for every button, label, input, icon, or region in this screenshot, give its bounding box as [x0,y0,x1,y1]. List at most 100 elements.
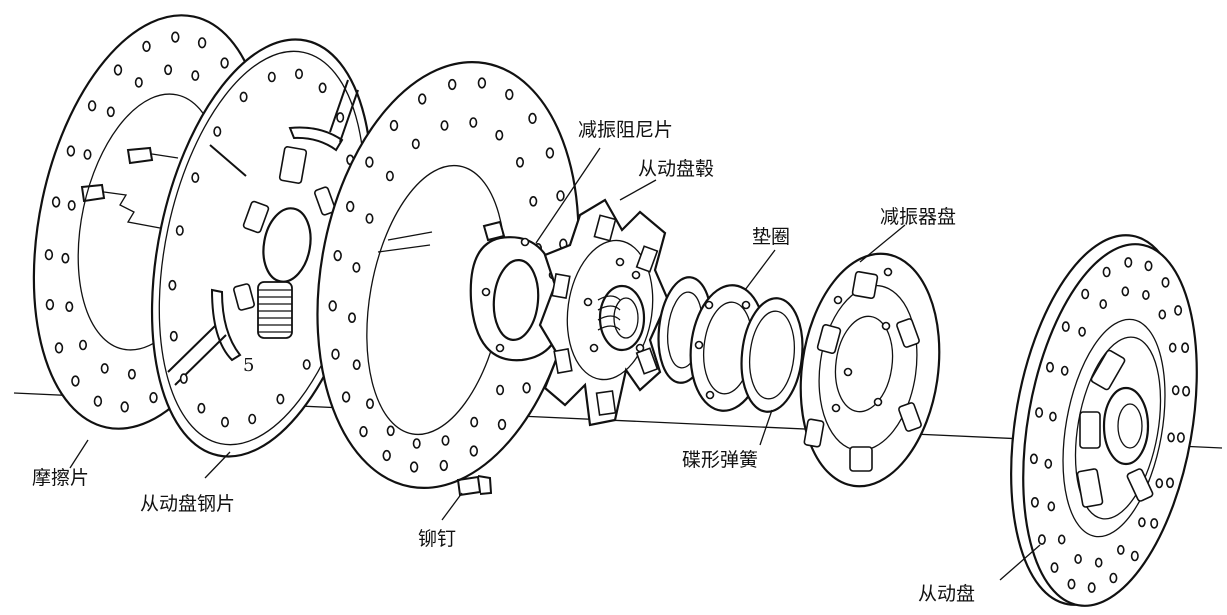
rivet-hole [515,157,524,168]
rivet-hole [239,91,248,103]
rivet-hole [382,449,391,462]
disc-spring-part [740,297,804,413]
rivet-hole [1094,557,1103,568]
rivet-hole [1171,385,1180,396]
rivet-hole [441,435,450,446]
rivet-hole [276,393,285,405]
rivet-hole [79,339,88,351]
rivet-hole [333,250,342,262]
rivet-hole [1044,458,1053,469]
rivet-hole [1074,553,1082,564]
rivet-hole [477,77,487,89]
rivet-hole [66,145,76,157]
damper-spring [257,281,293,339]
label-damper-plate: 减振器盘 [880,206,956,228]
rivet-hole [1150,518,1159,529]
rivet-hole [191,70,200,81]
label-driven-plate-steel: 从动盘钢片 [140,493,235,515]
rivet-hole [171,31,180,43]
rivet-hole [1124,257,1133,268]
spring-number-label: 5 [243,355,254,376]
rivet-hole [83,149,92,160]
driven-plate-steel-part: 5 [150,38,374,458]
rivet-hole [1174,305,1183,316]
rivet-hole [352,262,361,273]
rivet-hole [1099,299,1107,310]
rivet-hole [134,77,143,88]
rivet-hole [1161,277,1170,288]
label-washer: 垫圈 [752,226,790,248]
bolt-left-lower [80,183,161,229]
rivet-hole [331,348,340,360]
rivet-hole [61,252,70,264]
rivet-hole [439,459,448,472]
rivet-hole [1078,326,1086,337]
rivet-hole [1037,534,1046,545]
rivet-hole [440,120,449,131]
rivet-hole [1081,288,1090,300]
rivet-hole [1046,361,1055,373]
rivet-hole [302,359,311,370]
rivet-hole [528,112,537,124]
rivet-hole [1142,289,1150,300]
rivet-hole [1102,266,1111,278]
rivet-hole [294,68,303,80]
rivet-hole [51,196,61,208]
rivet-hole [412,438,421,449]
rivet-hole [213,126,222,137]
rivet-hole [120,401,129,413]
rivet-hole [54,342,64,354]
rivet-hole [545,147,555,159]
rivet-hole [220,57,229,69]
rivet-hole [1067,578,1076,590]
rivet-hole [1166,477,1175,489]
rivet-hole [1158,309,1167,320]
rivet-hole [1168,342,1177,353]
rivet-hole [352,359,361,371]
rivet-hole [106,106,115,118]
rivet-hole [197,37,207,49]
rivet-part [456,475,493,497]
rivet-hole [346,200,355,213]
friction-lining-front-part [316,61,580,489]
rivet-hole [411,138,420,150]
rivet-hole [65,301,74,313]
bolt-center [482,220,506,242]
rivet-hole [496,384,505,396]
rivet-hole [179,373,188,384]
rivet-hole [168,279,177,291]
rivet-hole [1049,411,1057,422]
rivet-hole [164,64,173,76]
rivet-hole [1138,517,1146,528]
rivet-hole [100,363,109,374]
rivet-hole [248,413,257,425]
rivet-hole [1060,365,1069,376]
rivet-hole [418,93,427,105]
rivet-hole [71,375,80,387]
rivet-hole [347,312,356,324]
rivet-hole [409,461,419,473]
rivet-hole [1117,544,1125,555]
label-disc-spring: 碟形弹簧 [682,449,758,471]
rivet-hole [142,40,151,53]
rivet-hole [45,299,55,311]
label-friction-lining: 摩擦片 [32,467,89,489]
rivet-hole [221,416,230,428]
rivet-hole [1050,562,1059,573]
rivet-hole [359,426,368,438]
rivet-hole [67,200,76,211]
rivet-hole [1061,321,1070,332]
rivet-hole [1121,286,1130,297]
rivet-hole [175,225,184,236]
rivet-hole [522,382,531,394]
rivet-hole [365,213,374,224]
driven-hub-part [538,198,670,427]
callout-lines [69,147,1041,581]
rivet-hole [197,402,206,414]
rivet-hole [469,117,478,128]
rivet-hole [469,445,478,457]
rivet-hole [365,398,374,410]
rivet-hole [341,391,351,403]
rivet-hole [1155,478,1164,489]
rivet-hole [1035,407,1044,418]
